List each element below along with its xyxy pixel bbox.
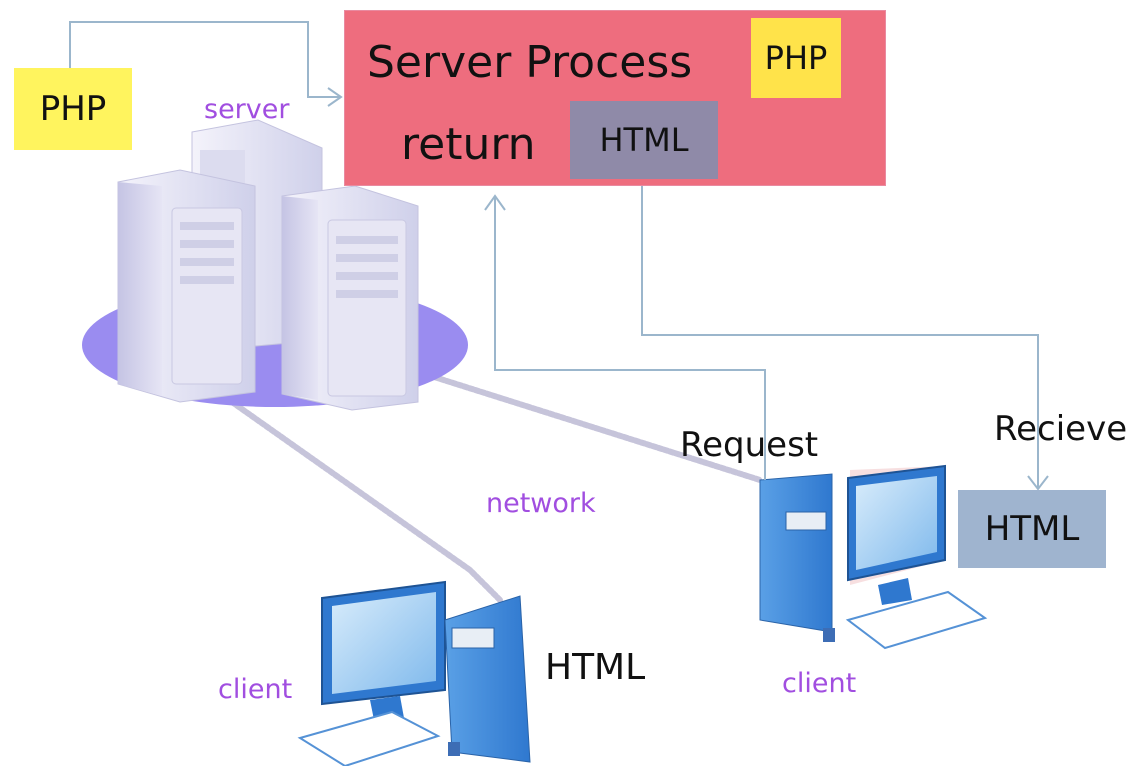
server-php-badge: PHP [751,18,841,98]
arrow-php-to-server [69,21,340,98]
request-label: Request [680,425,819,465]
server-label: server [204,94,290,125]
arrow-request-head [484,194,506,211]
arrow-request [494,197,766,480]
client-computer-left-icon [297,580,531,766]
received-html-badge-label: HTML [984,509,1080,549]
arrow-php-to-server-head [327,87,343,107]
server-return-label: return [401,119,536,170]
network-cables [219,367,763,603]
client-right-label: client [782,668,857,699]
server-tower-left [117,169,256,403]
server-html-badge-label: HTML [599,121,689,159]
server-tower-right [281,185,419,411]
php-source-badge: PHP [14,68,132,150]
server-php-badge-label: PHP [764,39,828,77]
server-process-title: Server Process [367,37,693,88]
flow-arrows [69,21,1049,491]
recieve-label: Recieve [994,409,1128,449]
server-html-badge: HTML [570,101,718,179]
network-label: network [486,488,596,519]
cable-to-right-client [409,367,763,483]
received-html-badge: HTML [958,490,1106,568]
arrow-recieve [641,180,1039,488]
client-computer-right-icon [759,464,988,650]
server-process-box: Server Process PHP return HTML [344,10,886,186]
server-cluster-icon [82,119,468,411]
cable-to-left-client [219,392,503,603]
arrow-recieve-head [1027,475,1049,491]
php-source-badge-label: PHP [39,89,107,129]
client-left-html-label: HTML [545,647,646,688]
client-left-label: client [218,674,293,705]
